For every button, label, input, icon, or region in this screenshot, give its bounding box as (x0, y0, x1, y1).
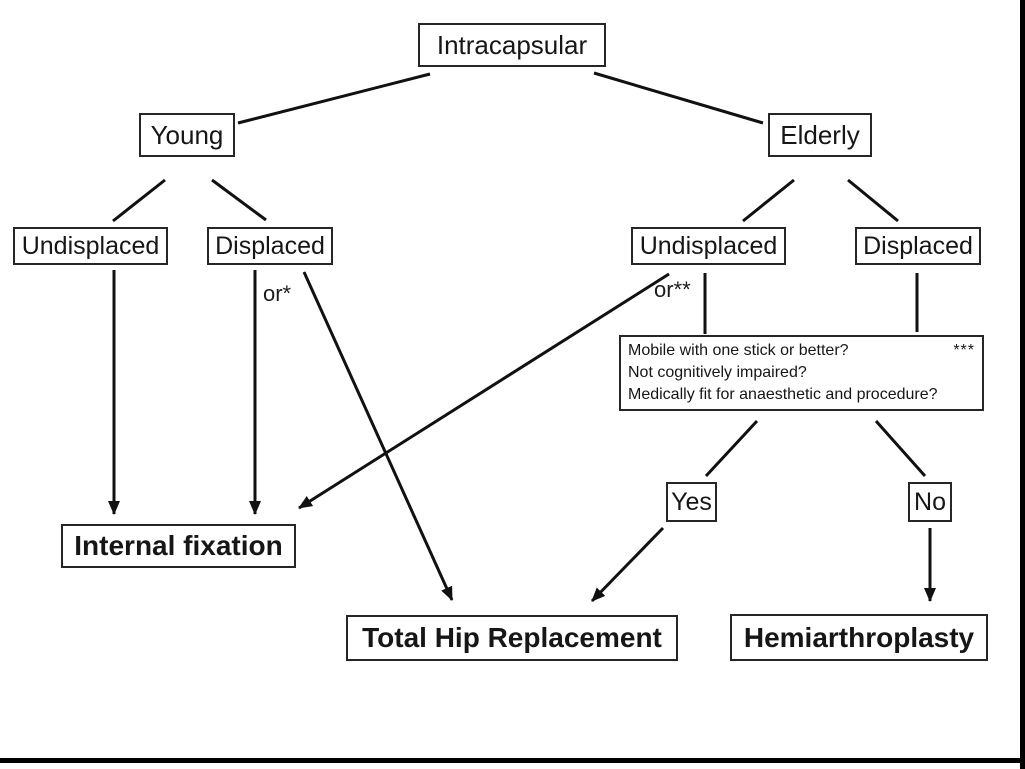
node-young: Young (139, 113, 235, 157)
edge-label-or-elderly: or** (654, 277, 691, 302)
frame-bottom-border (0, 758, 1025, 763)
edge-elderly-undisplaced (742, 178, 795, 223)
edge-young-displaced (211, 178, 267, 222)
criteria-box: Mobile with one stick or better? *** Not… (619, 335, 984, 411)
edge-intracapsular-young (237, 72, 431, 125)
criteria-line-3: Medically fit for anaesthetic and proced… (628, 386, 938, 403)
node-total-hip-replacement: Total Hip Replacement (346, 615, 678, 661)
node-undisplaced-young: Undisplaced (13, 227, 168, 265)
edge-elderly-displaced (847, 178, 899, 223)
node-undisplaced-elderly: Undisplaced (631, 227, 786, 265)
criteria-line-2: Not cognitively impaired? (628, 364, 807, 381)
criteria-stars: *** (953, 342, 975, 359)
arrow-displaced-young-total-hip-replacement (302, 271, 454, 601)
criteria-line-1: Mobile with one stick or better? (628, 342, 849, 359)
node-hemiarthroplasty: Hemiarthroplasty (730, 614, 988, 661)
node-elderly: Elderly (768, 113, 872, 157)
frame-right-border (1020, 0, 1025, 769)
node-internal-fixation: Internal fixation (61, 524, 296, 568)
edge-criteria-yes (704, 419, 759, 478)
node-displaced-young: Displaced (207, 227, 333, 265)
node-no: No (908, 482, 952, 522)
edge-label-or-young: or* (263, 281, 292, 306)
node-displaced-elderly: Displaced (855, 227, 981, 265)
arrow-undisplaced-elderly-internal-fixation (298, 272, 670, 510)
arrow-yes-total-hip-replacement (590, 526, 665, 603)
edge-young-undisplaced (112, 178, 166, 223)
node-yes: Yes (666, 482, 717, 522)
node-intracapsular: Intracapsular (418, 23, 606, 67)
edge-intracapsular-elderly (593, 71, 764, 125)
edge-criteria-no (874, 420, 927, 477)
